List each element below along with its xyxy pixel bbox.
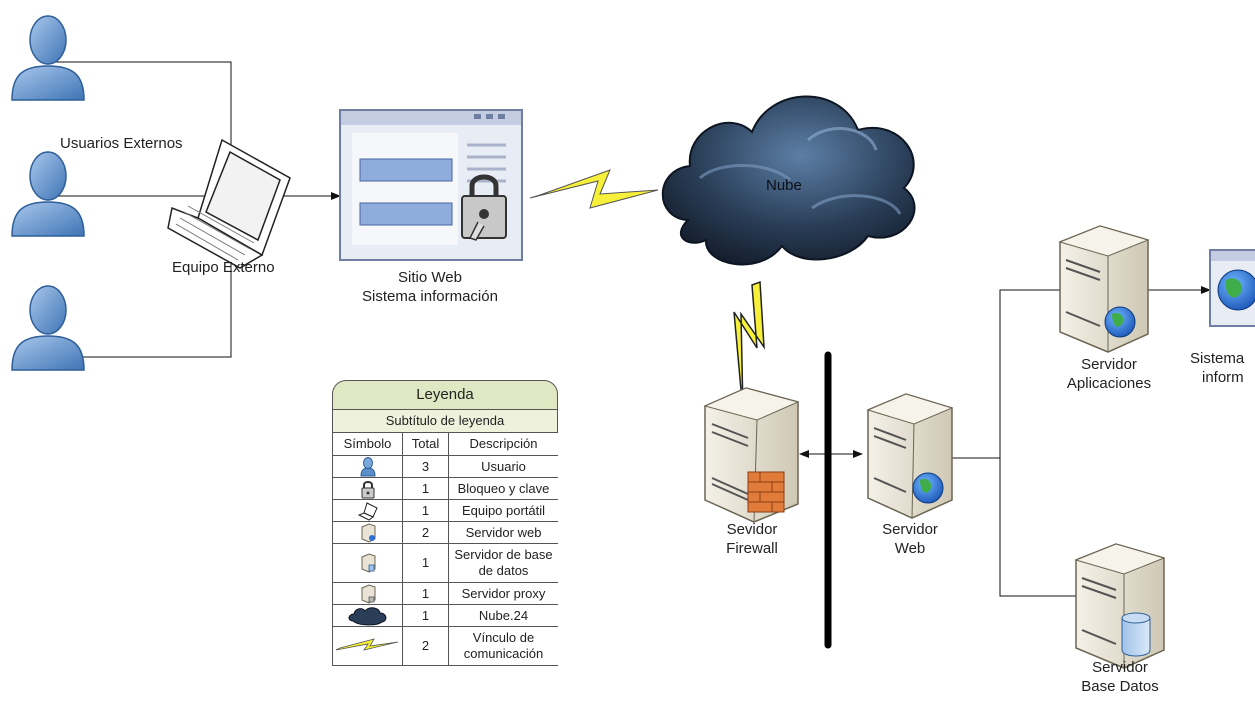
cloud-icon <box>661 95 916 266</box>
legend-symbol <box>332 543 403 583</box>
user-icon <box>11 151 85 237</box>
legend-description: Nube.24 <box>448 604 558 627</box>
legend-row: 1 Bloqueo y clave <box>332 477 558 500</box>
legend: Leyenda Subtítulo de leyenda Símbolo Tot… <box>332 380 558 705</box>
legend-row: 2 Servidor web <box>332 521 558 544</box>
info-system-label-line2: inform <box>1202 369 1244 386</box>
legend-subtitle: Subtítulo de leyenda <box>332 409 558 432</box>
db-server-icon <box>1074 543 1166 669</box>
legend-description: Vínculo de comunicación <box>448 626 558 666</box>
website-label-line2: Sistema información <box>362 288 498 305</box>
firewall-label-line1: Sevidor <box>726 521 778 538</box>
legend-row: 2 Vínculo de comunicación <box>332 626 558 666</box>
legend-total: 1 <box>402 499 449 522</box>
app-server-label-line2: Aplicaciones <box>1066 375 1152 392</box>
lightning-link-icon <box>529 169 659 209</box>
firewall-server-icon <box>703 387 800 523</box>
legend-header-row: Símbolo Total Descripción <box>332 432 558 456</box>
info-system-label-line1: Sistema <box>1190 350 1245 367</box>
db-server-label: Servidor Base Datos <box>1070 658 1170 696</box>
legend-total: 3 <box>402 455 449 478</box>
legend-description: Servidor proxy <box>448 582 558 605</box>
legend-table: Símbolo Total Descripción 3 Usuario 1 Bl… <box>332 432 558 666</box>
web-server-label-line2: Web <box>894 540 926 557</box>
laptop-icon <box>167 138 291 269</box>
external-device-label: Equipo Externo <box>172 259 275 276</box>
legend-row: 1 Equipo portátil <box>332 499 558 522</box>
user-icon <box>11 15 85 101</box>
legend-description: Equipo portátil <box>448 499 558 522</box>
web-server-icon <box>361 522 375 543</box>
user-icon <box>11 285 85 371</box>
legend-row: 1 Servidor de base de datos <box>332 543 558 583</box>
legend-description: Usuario <box>448 455 558 478</box>
legend-title: Leyenda <box>332 380 558 409</box>
firewall-label: Sevidor Firewall <box>712 520 792 558</box>
laptop-icon <box>357 501 378 521</box>
external-users-label: Usuarios Externos <box>60 135 183 152</box>
lightning-link-icon <box>335 638 398 651</box>
proxy-server-icon <box>361 583 375 604</box>
info-system-window-icon <box>1209 249 1255 327</box>
legend-total: 1 <box>402 543 449 583</box>
legend-symbol <box>332 604 403 627</box>
legend-symbol <box>332 477 403 500</box>
legend-total: 1 <box>402 582 449 605</box>
legend-symbol <box>332 626 403 666</box>
user-icon <box>359 456 376 476</box>
cloud-label: Nube <box>766 177 802 194</box>
app-server-icon <box>1058 225 1150 353</box>
lightning-link-icon <box>733 280 765 413</box>
web-server-label: Servidor Web <box>870 520 950 558</box>
legend-description: Servidor web <box>448 521 558 544</box>
db-server-icon <box>361 553 375 573</box>
legend-total: 1 <box>402 477 449 500</box>
legend-header-symbol: Símbolo <box>332 432 403 456</box>
legend-description: Bloqueo y clave <box>448 477 558 500</box>
legend-symbol <box>332 582 403 605</box>
app-server-label-line1: Servidor <box>1081 356 1137 373</box>
lock-icon <box>461 174 507 241</box>
cloud-icon <box>348 606 386 625</box>
legend-symbol <box>332 455 403 478</box>
legend-total: 2 <box>402 521 449 544</box>
app-server-label: Servidor Aplicaciones <box>1054 355 1164 393</box>
connector-web-db <box>999 458 1097 600</box>
website-window-icon <box>339 109 523 261</box>
legend-total: 1 <box>402 604 449 627</box>
lock-icon <box>361 480 374 498</box>
legend-row: 3 Usuario <box>332 455 558 478</box>
legend-row: 1 Servidor proxy <box>332 582 558 605</box>
legend-row: 1 Nube.24 <box>332 604 558 627</box>
info-system-label: Sistema inform <box>1190 349 1244 387</box>
web-server-label-line1: Servidor <box>882 521 938 538</box>
legend-symbol <box>332 521 403 544</box>
legend-symbol <box>332 499 403 522</box>
legend-header-description: Descripción <box>448 432 558 456</box>
firewall-label-line2: Firewall <box>726 540 778 557</box>
legend-total: 2 <box>402 626 449 666</box>
legend-description: Servidor de base de datos <box>448 543 558 583</box>
db-server-label-line1: Servidor <box>1092 659 1148 676</box>
website-label: Sitio Web Sistema información <box>350 268 510 306</box>
db-server-label-line2: Base Datos <box>1081 678 1159 695</box>
web-server-icon <box>866 393 954 519</box>
website-label-line1: Sitio Web <box>398 269 462 286</box>
legend-header-total: Total <box>402 432 449 456</box>
